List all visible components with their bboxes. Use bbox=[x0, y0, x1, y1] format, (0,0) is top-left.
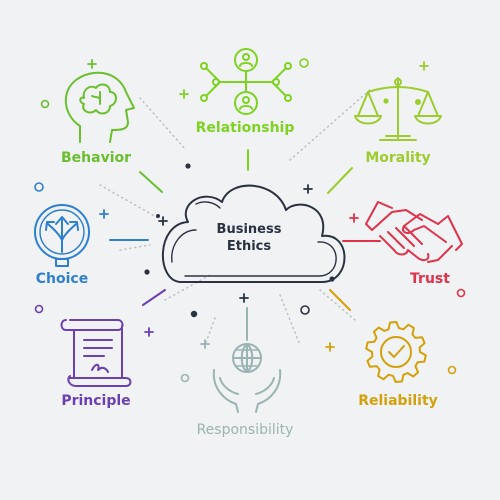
relationship-label: Relationship bbox=[195, 120, 295, 136]
gear-check-icon bbox=[365, 321, 427, 383]
responsibility-label: Responsibility bbox=[196, 422, 294, 438]
principle-label: Principle bbox=[61, 393, 131, 409]
dotted-connectors bbox=[99, 87, 373, 346]
center-title-line1: Business bbox=[216, 222, 282, 237]
center-title-line2: Ethics bbox=[226, 239, 272, 254]
colored-connectors bbox=[109, 149, 381, 341]
decorations bbox=[34, 58, 466, 383]
globe-hands-icon bbox=[212, 343, 282, 413]
cloud-icon bbox=[161, 184, 346, 283]
behavior-label: Behavior bbox=[60, 150, 132, 166]
handshake-icon bbox=[365, 201, 463, 263]
choice-arrows-icon bbox=[34, 204, 90, 267]
balance-scale-icon bbox=[354, 77, 442, 141]
trust-label: Trust bbox=[410, 271, 450, 287]
network-people-icon bbox=[200, 48, 292, 115]
head-brain-icon bbox=[65, 71, 135, 143]
morality-label: Morality bbox=[365, 150, 431, 166]
scroll-document-icon bbox=[60, 319, 132, 387]
reliability-label: Reliability bbox=[358, 393, 438, 409]
choice-label: Choice bbox=[35, 271, 89, 287]
